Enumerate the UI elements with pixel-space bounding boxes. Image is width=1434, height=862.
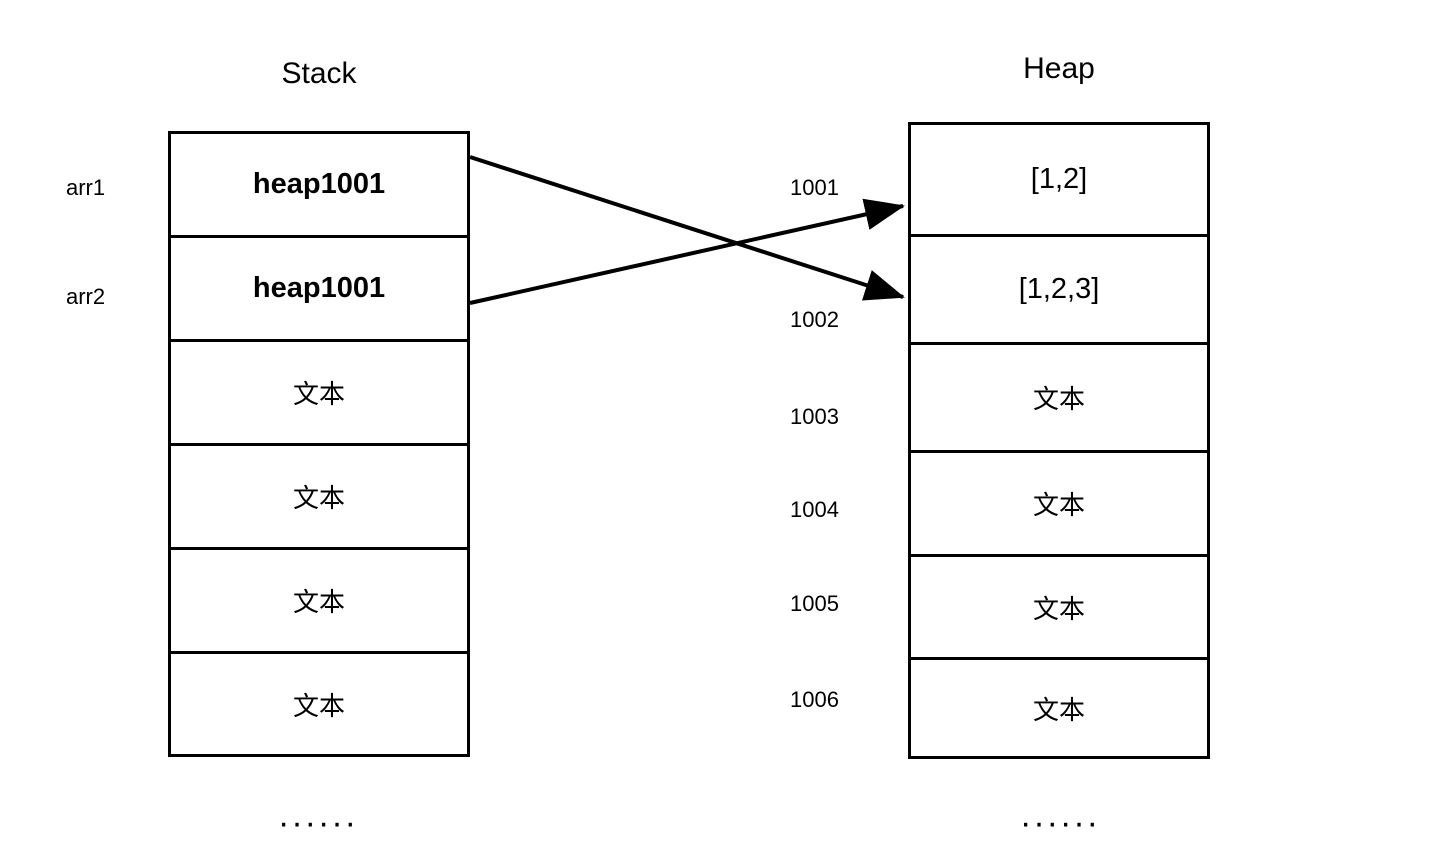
- stack-cell-2-value: 文本: [292, 379, 345, 409]
- heap-cell-1-value: [1,2,3]: [1018, 273, 1100, 305]
- heap-cell-0: [1,2]: [911, 125, 1207, 237]
- stack-cell-0-value: heap1001: [252, 168, 386, 200]
- stack-cell-5: 文本: [171, 654, 467, 755]
- heap-cell-3-value: 文本: [1032, 490, 1085, 520]
- heap-cell-3: 文本: [911, 453, 1207, 557]
- heap-address-label-1005: 1005: [790, 591, 839, 616]
- stack-cell-0: heap1001: [171, 134, 467, 238]
- heap-address-label-1001: 1001: [790, 175, 839, 200]
- stack-variable-label-arr2: arr2: [66, 284, 106, 309]
- heap-address-label-1002: 1002: [790, 307, 839, 332]
- heap-cell-2-value: 文本: [1032, 384, 1085, 414]
- stack-cell-3: 文本: [171, 446, 467, 550]
- arrow-arr2-to-1001: [469, 198, 905, 305]
- stack-variable-label-arr1: arr1: [66, 175, 106, 200]
- heap-address-label-1003: 1003: [790, 404, 839, 429]
- heap-cell-5-value: 文本: [1032, 694, 1085, 725]
- stack-cell-5-value: 文本: [292, 691, 345, 721]
- heap-column-title: Heap: [1023, 52, 1095, 85]
- stack-continuation-ellipsis: ······: [278, 804, 358, 842]
- stack-cell-1: heap1001: [171, 238, 467, 342]
- stack-cell-2: 文本: [171, 342, 467, 446]
- heap-cell-2: 文本: [911, 345, 1207, 453]
- heap-cell-5: 文本: [911, 660, 1207, 756]
- heap-address-label-1006: 1006: [790, 687, 839, 712]
- heap-address-label-1004: 1004: [790, 497, 839, 522]
- heap-cell-4: 文本: [911, 557, 1207, 660]
- stack-memory-box: heap1001 heap1001 文本 文本 文本 文本: [168, 131, 470, 757]
- heap-continuation-ellipsis: ······: [1020, 804, 1100, 842]
- stack-cell-4: 文本: [171, 550, 467, 654]
- stack-cell-1-value: heap1001: [252, 272, 386, 304]
- stack-cell-4-value: 文本: [292, 587, 345, 617]
- heap-memory-box: [1,2] [1,2,3] 文本 文本 文本 文本: [908, 122, 1210, 759]
- stack-cell-3-value: 文本: [292, 483, 345, 513]
- heap-cell-4-value: 文本: [1032, 593, 1085, 624]
- heap-cell-1: [1,2,3]: [911, 237, 1207, 345]
- stack-column-title: Stack: [281, 57, 357, 90]
- heap-cell-0-value: [1,2]: [1030, 163, 1088, 195]
